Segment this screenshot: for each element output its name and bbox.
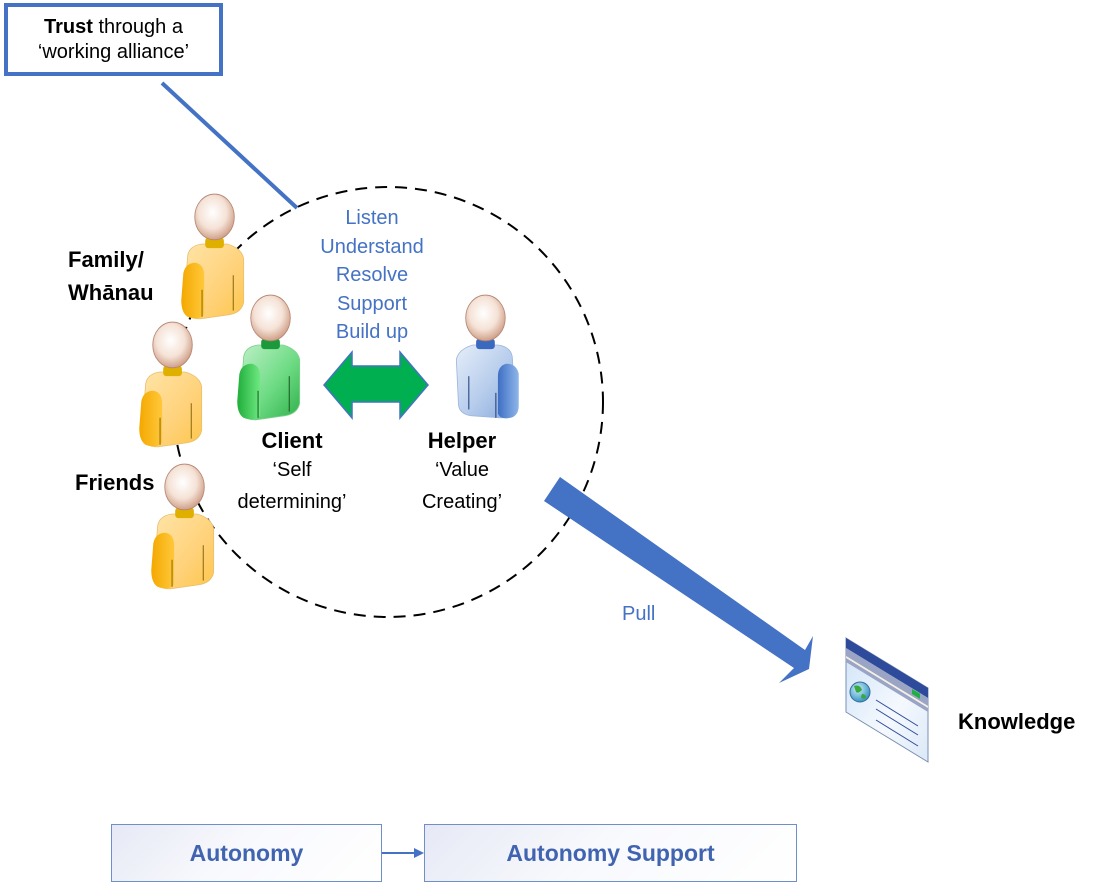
double-arrow-icon: [323, 349, 429, 421]
action-listen: Listen: [345, 207, 399, 229]
autonomy-support-box: Autonomy Support: [424, 824, 797, 882]
helper-subtitle-line-1: ‘Value: [434, 459, 490, 481]
knowledge-label: Knowledge: [958, 709, 1076, 734]
callout-bold-word: Trust: [44, 15, 93, 38]
friends-person-icon: [150, 463, 215, 590]
family-label-line-1: Family/: [68, 247, 144, 272]
callout-pointer-line: [160, 81, 299, 210]
helper-subtitle-line-2: Creating’: [421, 491, 503, 513]
action-build-up: Build up: [335, 321, 409, 344]
autonomy-support-box-label: Autonomy Support: [506, 839, 715, 866]
family-person-icon-2: [138, 321, 203, 448]
autonomy-box: Autonomy: [111, 824, 382, 882]
friends-label: Friends: [75, 470, 155, 495]
callout-line-2: ‘working alliance’: [37, 40, 190, 63]
family-person-icon-1: [180, 193, 245, 320]
action-support: Support: [336, 292, 408, 315]
helper-person-icon: [455, 294, 520, 419]
helper-label: Helper ‘Value Creating’: [392, 428, 532, 518]
client-label: Client ‘Self determining’: [222, 428, 362, 518]
client-subtitle-line-2: determining’: [237, 491, 347, 513]
callout-line-1: Trust through a: [44, 15, 183, 40]
client-subtitle-line-1: ‘Self: [272, 459, 312, 481]
web-page-icon: [845, 637, 929, 763]
action-understand: Understand: [320, 235, 424, 258]
client-title: Client: [261, 428, 323, 453]
relationship-circle: [172, 186, 604, 618]
pull-label: Pull: [622, 603, 656, 625]
helper-actions-list: Listen Understand Resolve Support Build …: [300, 204, 444, 347]
trust-callout-box: Trust through a ‘working alliance’: [4, 3, 223, 76]
callout-line-1-rest: through a: [92, 15, 183, 38]
helper-title: Helper: [427, 428, 497, 453]
autonomy-box-label: Autonomy: [189, 839, 304, 866]
pull-arrow: [544, 477, 813, 683]
action-resolve: Resolve: [335, 264, 409, 287]
family-label-line-2: Whānau: [68, 280, 154, 305]
client-person-icon: [236, 294, 301, 421]
flow-connector-arrowhead: [414, 848, 424, 858]
family-label: Family/ Whānau: [68, 243, 154, 309]
